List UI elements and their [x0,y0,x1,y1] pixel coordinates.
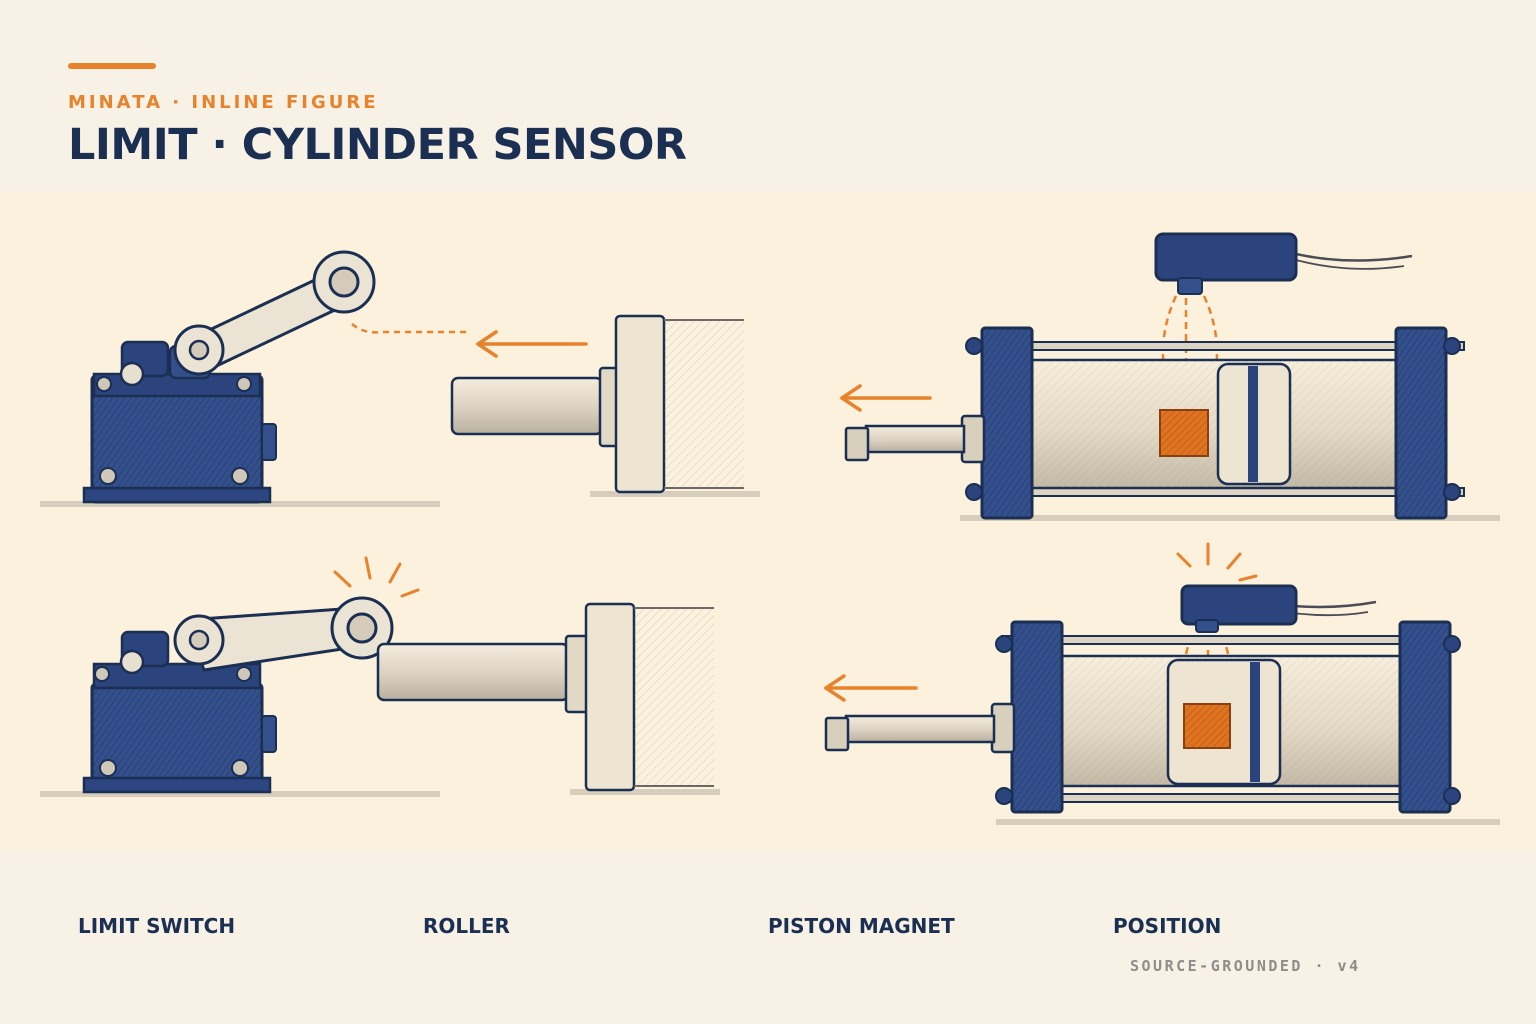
label-position: POSITION [1113,914,1222,938]
pneumatic-cylinder-bottom [824,620,1500,825]
motion-arrow-icon [840,384,932,412]
footer [0,850,1536,1024]
motion-arrow-icon [476,330,588,358]
figure-panel [0,192,1536,850]
activation-spark-icon [1176,542,1258,582]
cylinder-icon [450,314,760,497]
header: MINATA · INLINE FIGURE LIMIT · CYLINDER … [0,0,1536,192]
label-limit-switch: LIMIT SWITCH [78,914,236,938]
activation-spark-icon [333,556,420,598]
figure-illustration [40,232,1500,825]
piston-magnet-icon [1159,409,1209,457]
magnetic-field-lines [1161,295,1219,413]
page-title: LIMIT · CYLINDER SENSOR [68,120,687,170]
limit-switch-idle [40,250,440,507]
accent-bar [68,63,156,69]
pneumatic-cylinder-top [844,326,1500,521]
eyebrow: MINATA · INLINE FIGURE [68,92,379,113]
motion-arrow-icon [824,674,918,702]
footer-stamp: SOURCE-GROUNDED · v4 [1130,957,1361,975]
label-roller: ROLLER [423,914,510,938]
label-piston-magnet: PISTON MAGNET [768,914,955,938]
limit-switch-actuated [40,596,440,797]
dashed-path [351,323,468,334]
cylinder-extended [376,602,720,795]
proximity-sensor-icon [1154,232,1413,295]
proximity-sensor-activated [1180,584,1377,633]
